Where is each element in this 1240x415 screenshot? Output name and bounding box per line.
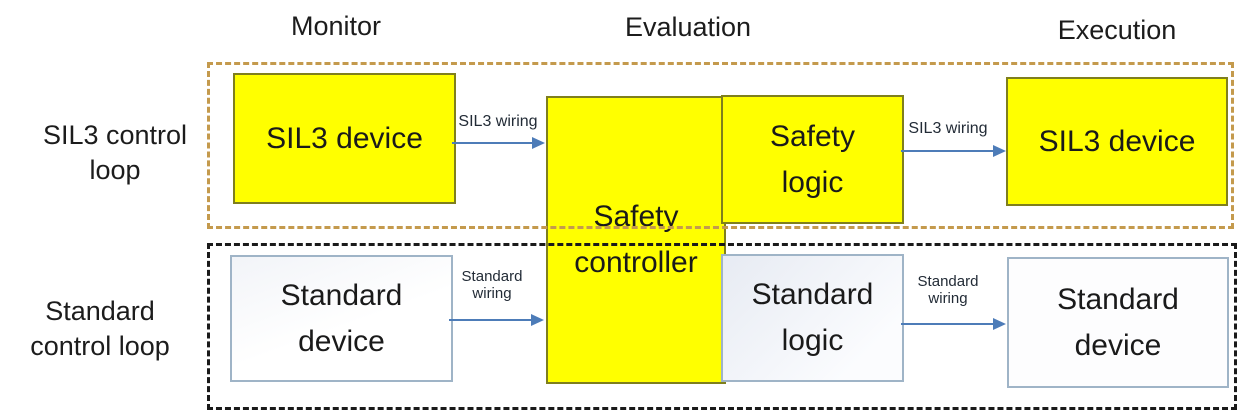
column-header-evaluation: Evaluation <box>624 12 752 42</box>
sil3-control-loop-frame <box>207 62 1234 229</box>
standard-device-execution-box: Standard device <box>1007 257 1229 388</box>
standard-control-loop-frame <box>207 243 1237 410</box>
column-header-monitor: Monitor <box>290 11 382 41</box>
sil3-device-monitor-box: SIL3 device <box>233 73 456 204</box>
standard-logic-box: Standard logic <box>721 254 904 382</box>
safety-logic-box: Safety logic <box>721 95 904 224</box>
sil3-wiring-arrow-execution <box>901 145 1006 157</box>
column-header-execution: Execution <box>1057 15 1177 45</box>
row-label-sil3-control-loop: SIL3 control loop <box>42 120 188 185</box>
sil3-wiring-label-execution: SIL3 wiring <box>908 120 988 137</box>
sil3-wiring-arrow-monitor <box>452 137 545 149</box>
sil3-wiring-label-monitor: SIL3 wiring <box>458 113 538 130</box>
standard-wiring-arrow-monitor <box>449 314 544 326</box>
standard-wiring-label-monitor: Standard wiring <box>461 268 523 302</box>
standard-wiring-arrow-execution <box>901 318 1006 330</box>
standard-wiring-label-execution: Standard wiring <box>917 273 979 307</box>
row-label-standard-control-loop: Standard control loop <box>30 296 170 361</box>
standard-device-monitor-box: Standard device <box>230 255 453 382</box>
sil3-device-execution-box: SIL3 device <box>1006 77 1228 206</box>
